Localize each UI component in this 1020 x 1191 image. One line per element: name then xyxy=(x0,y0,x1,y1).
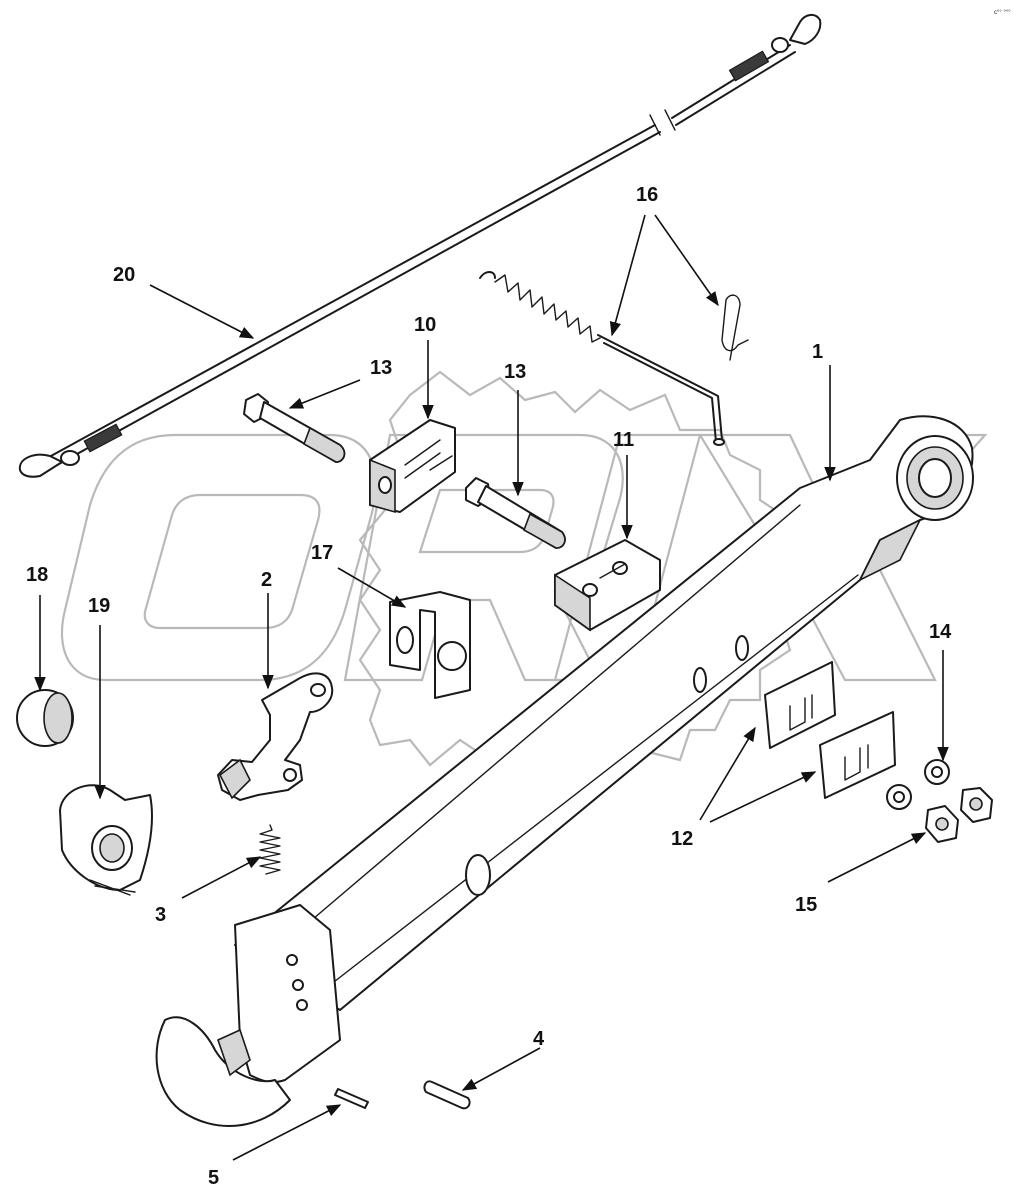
callout-14: 14 xyxy=(929,621,952,643)
callout-3: 3 xyxy=(155,904,166,926)
callout-16: 16 xyxy=(636,184,658,206)
callout-5: 5 xyxy=(208,1167,219,1189)
callout-13-upper: 13 xyxy=(370,357,392,379)
callout-labels: 1 2 3 4 5 10 11 12 13 13 14 15 16 17 18 … xyxy=(26,184,952,1189)
part-20-wrap-upper xyxy=(728,14,822,82)
part-4-pin xyxy=(423,1080,471,1110)
callout-13-lower: 13 xyxy=(504,361,526,383)
part-1-ball-eye xyxy=(896,435,974,521)
callout-18: 18 xyxy=(26,564,48,586)
part-11-plate xyxy=(554,539,661,632)
callout-10: 10 xyxy=(414,314,436,336)
part-17-bracket xyxy=(389,591,471,699)
corner-mark: c°° °°° xyxy=(994,10,1011,16)
part-12-shims xyxy=(764,661,896,799)
callout-20: 20 xyxy=(113,264,135,286)
part-2-latch xyxy=(217,672,334,801)
callout-19: 19 xyxy=(88,595,110,617)
part-3-spring xyxy=(259,824,281,875)
part-14-washers xyxy=(886,759,950,810)
part-19-ball-socket xyxy=(59,784,153,896)
part-5-roll-pin xyxy=(334,1088,369,1109)
part-1-lower-link-arm xyxy=(155,415,974,1127)
part-16-spring xyxy=(494,274,601,343)
part-13-bolt-lower xyxy=(465,477,566,549)
watermark-gear xyxy=(358,370,802,777)
part-20-wrap-lower xyxy=(18,423,123,478)
part-18-ball xyxy=(16,689,74,747)
callout-12: 12 xyxy=(671,828,693,850)
callout-17: 17 xyxy=(311,542,333,564)
part-20-release-cord xyxy=(18,14,822,478)
part-10-slotted-block xyxy=(369,419,456,514)
part-15-nuts xyxy=(925,787,993,843)
callout-2: 2 xyxy=(261,569,272,591)
part-13-bolt-upper xyxy=(243,393,346,463)
callout-11: 11 xyxy=(613,429,634,451)
callout-15: 15 xyxy=(795,894,817,916)
callout-1: 1 xyxy=(812,341,823,363)
leader-lines xyxy=(34,214,949,1161)
callout-4: 4 xyxy=(533,1028,545,1050)
part-16-clip xyxy=(721,294,749,361)
part-16-spring-rod xyxy=(479,271,749,446)
part-1-hook-end xyxy=(155,904,341,1127)
